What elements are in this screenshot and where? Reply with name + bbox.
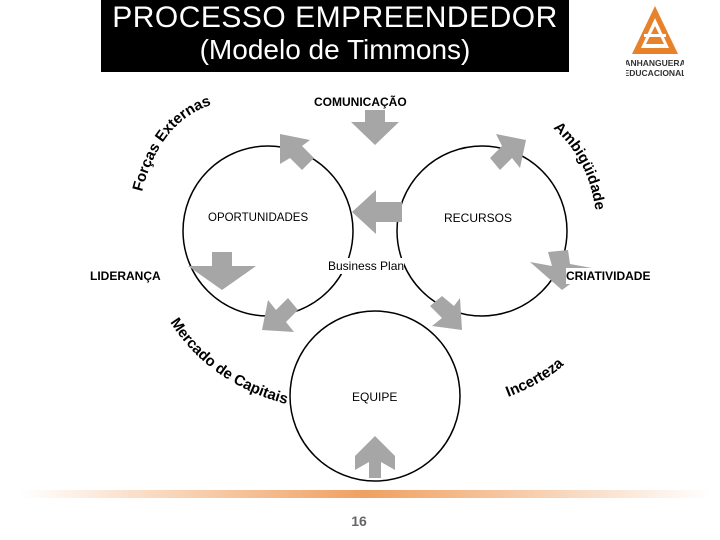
page-number: 16 (343, 511, 375, 531)
label-business-plan: Business Plan (328, 258, 405, 274)
logo-line-1: ANHANGUERA (626, 58, 684, 68)
title-line-1: PROCESSO EMPREENDEDOR (112, 1, 558, 34)
label-criatividade: CRIATIVIDADE (566, 268, 651, 284)
label-comunicacao: COMUNICAÇÃO (314, 94, 407, 110)
arrow-top-left-icon (280, 134, 314, 170)
title-line-2: (Modelo de Timmons) (199, 34, 471, 65)
title-box: PROCESSO EMPREENDEDOR (Modelo de Timmons… (101, 0, 569, 72)
arc-ambiguidade: Ambigüidade (550, 119, 608, 212)
arrow-bottom-right-icon (430, 296, 462, 330)
logo-line-2: EDUCACIONAL (626, 68, 684, 78)
label-lideranca: LIDERANÇA (90, 268, 161, 284)
circle-team (289, 310, 461, 482)
arrow-top-right-icon (490, 134, 526, 170)
arrow-right-down-icon (530, 250, 592, 290)
label-equipe: EQUIPE (352, 389, 398, 405)
arrow-top-down-icon (351, 106, 399, 145)
circle-resources (396, 145, 568, 317)
bottom-bar (20, 490, 710, 498)
anhanguera-logo: ANHANGUERA EDUCACIONAL (626, 6, 684, 78)
arc-incerteza: Incerteza (503, 354, 567, 400)
arrow-center-left-icon (352, 190, 402, 234)
arrow-left-down-icon (188, 252, 256, 290)
arc-forcas-externas: Forças Externas (129, 93, 212, 193)
circle-opportunities (182, 145, 354, 317)
arrow-bottom-left-icon (262, 298, 298, 332)
arrow-bottom-up-icon (355, 436, 395, 478)
label-oportunidades: OPORTUNIDADES (208, 210, 309, 226)
label-recursos: RECURSOS (444, 210, 513, 226)
